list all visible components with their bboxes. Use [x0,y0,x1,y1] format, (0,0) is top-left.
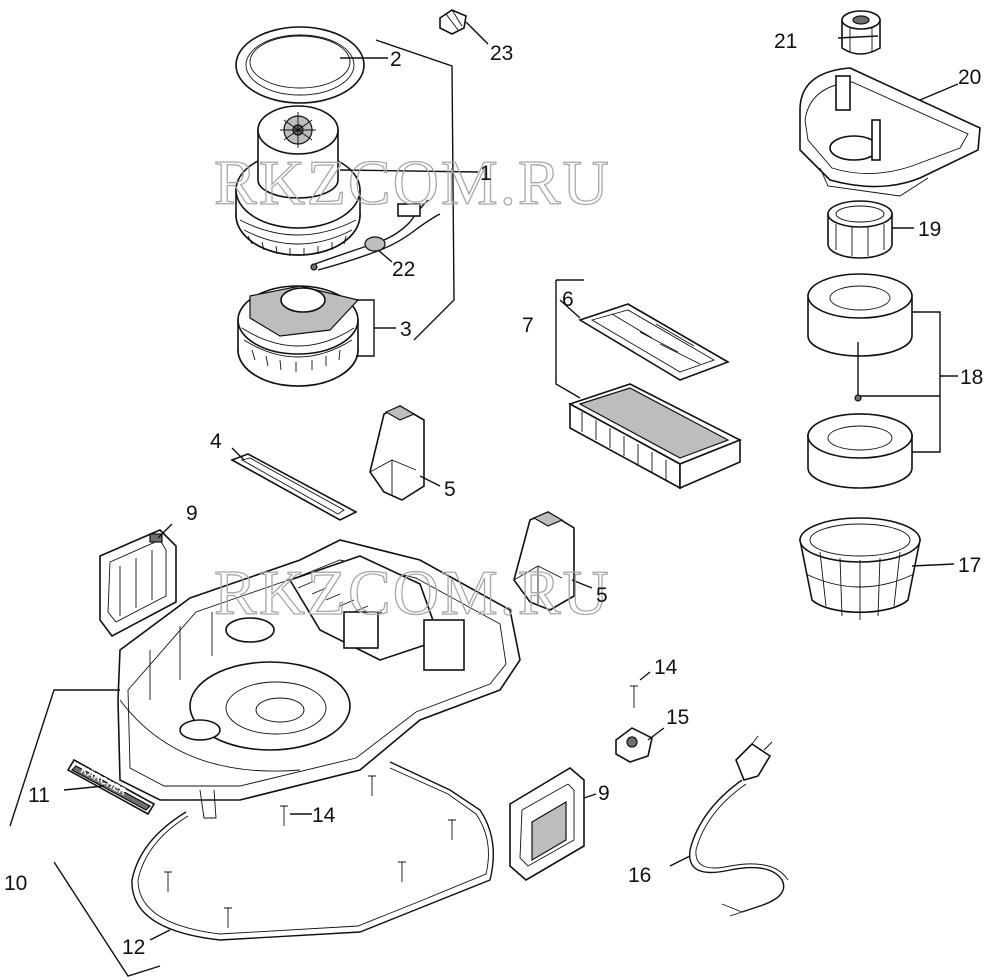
label-21: 21 [774,30,797,53]
label-14-top: 14 [654,656,678,679]
part-12-bottom-seal [131,761,495,941]
label-14-bottom: 14 [312,804,336,827]
part-23-clip [439,9,467,35]
part-4-gasket [230,453,358,521]
label-3: 3 [400,318,412,341]
screws-part-14 [164,685,638,928]
leader-lines [9,21,959,977]
label-10: 10 [4,872,27,895]
label-15: 15 [666,706,689,729]
label-4: 4 [210,430,222,453]
label-1: 1 [480,162,492,185]
label-7: 7 [522,314,534,337]
label-6: 6 [562,288,574,311]
label-9-left: 9 [186,502,198,525]
part-9-side-cover-right [509,767,585,881]
label-18: 18 [960,366,983,389]
label-19: 19 [918,218,941,241]
watermark-middle: RKZCOM.RU [214,557,611,628]
part-18-cartridge-filter [807,273,913,489]
label-5-upper: 5 [444,478,456,501]
label-20: 20 [958,66,981,89]
label-2: 2 [390,48,402,71]
label-12: 12 [122,936,145,959]
part-1-motor [235,105,361,256]
watermark-top: RKZCOM.RU [214,147,611,218]
label-16: 16 [628,864,651,887]
label-11: 11 [28,784,50,807]
part-19-adapter-ring [827,200,893,259]
part-5-flap-upper [369,405,425,501]
part-21-cap [841,10,881,55]
part-22-cable-harness [310,199,441,271]
label-22: 22 [392,258,415,281]
part-3-motor-filter-ring [237,285,360,387]
main-base-housing [117,539,521,819]
part-2-gasket-ring [235,26,365,104]
label-17: 17 [958,554,981,577]
part-20-top-housing [799,67,981,197]
part-15-cable-holder [615,727,653,763]
part-6-filter-frame [578,303,730,381]
label-23: 23 [490,42,513,65]
label-9-right: 9 [598,782,610,805]
part-7-flat-pleated-filter [568,383,742,490]
part-5-flap-lower [513,511,575,611]
part-9-side-cover-left [99,529,177,638]
label-5-lower: 5 [596,584,608,607]
part-17-filter-basket [799,517,921,620]
part-16-power-cord [689,735,789,917]
